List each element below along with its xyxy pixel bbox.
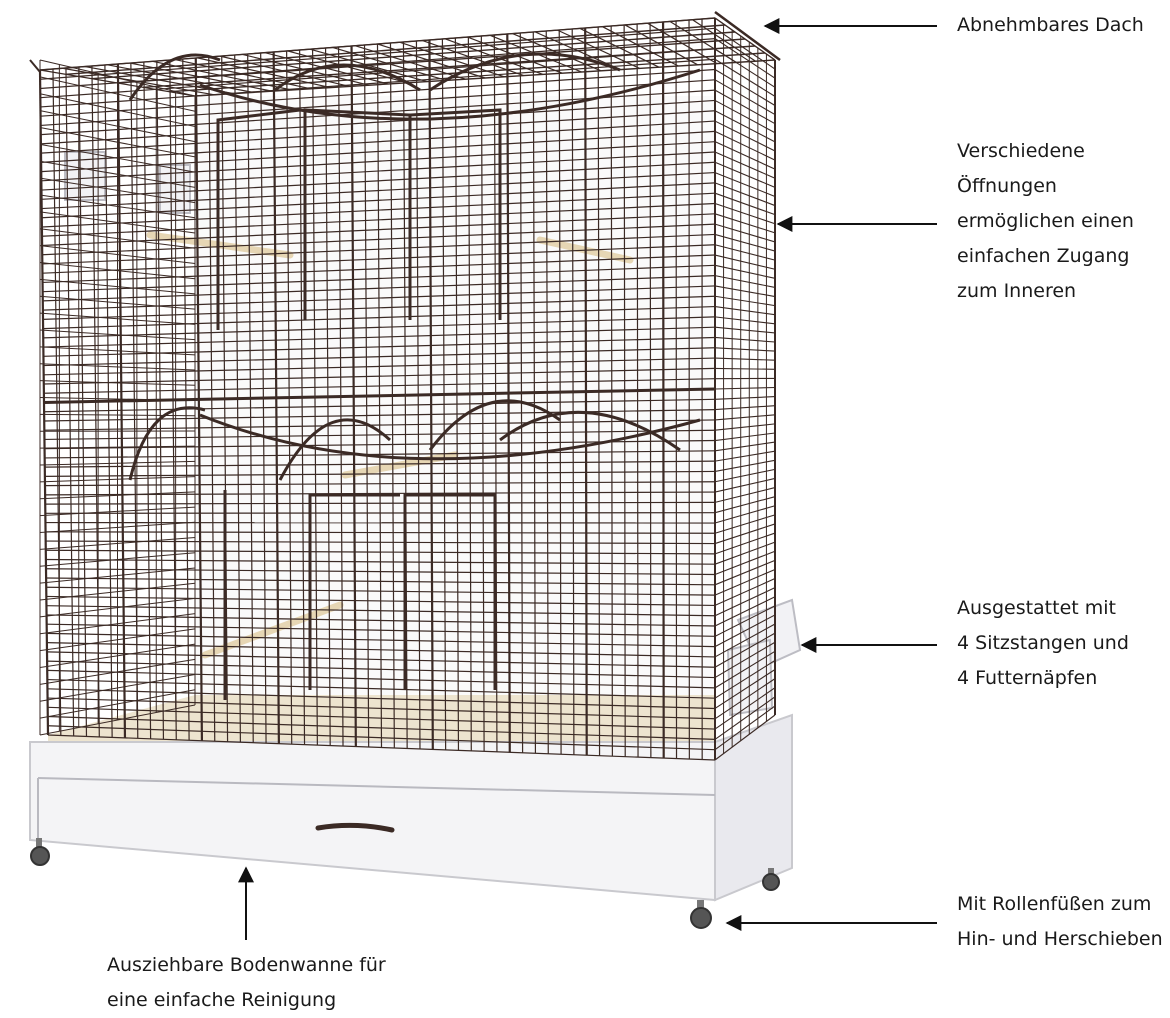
callout-line: Öffnungen bbox=[957, 169, 1134, 204]
callout-line: Ausziehbare Bodenwanne für bbox=[107, 948, 386, 983]
callout-line: zum Inneren bbox=[957, 274, 1134, 309]
callout-line: ermöglichen einen bbox=[957, 204, 1134, 239]
callout-line: einfachen Zugang bbox=[957, 239, 1134, 274]
callout-line: 4 Sitzstangen und bbox=[957, 626, 1129, 661]
callout-line: Hin- und Herschieben bbox=[957, 922, 1163, 957]
callout-pullout-tray: Ausziehbare Bodenwanne für eine einfache… bbox=[107, 948, 386, 1018]
bottom-tray bbox=[30, 715, 792, 900]
callout-removable-roof: Abnehmbares Dach bbox=[957, 8, 1144, 43]
callout-line: Abnehmbares Dach bbox=[957, 8, 1144, 43]
caster-wheel-front bbox=[691, 900, 711, 928]
callout-caster-wheels: Mit Rollenfüßen zum Hin- und Herschieben bbox=[957, 887, 1163, 957]
callout-line: Verschiedene bbox=[957, 134, 1134, 169]
callout-line: Mit Rollenfüßen zum bbox=[957, 887, 1163, 922]
callout-line: 4 Futternäpfen bbox=[957, 661, 1129, 696]
callout-line: eine einfache Reinigung bbox=[107, 983, 386, 1018]
callout-line: Ausgestattet mit bbox=[957, 591, 1129, 626]
callout-openings: Verschiedene Öffnungen ermöglichen einen… bbox=[957, 134, 1134, 309]
callout-perches-feeders: Ausgestattet mit 4 Sitzstangen und 4 Fut… bbox=[957, 591, 1129, 696]
